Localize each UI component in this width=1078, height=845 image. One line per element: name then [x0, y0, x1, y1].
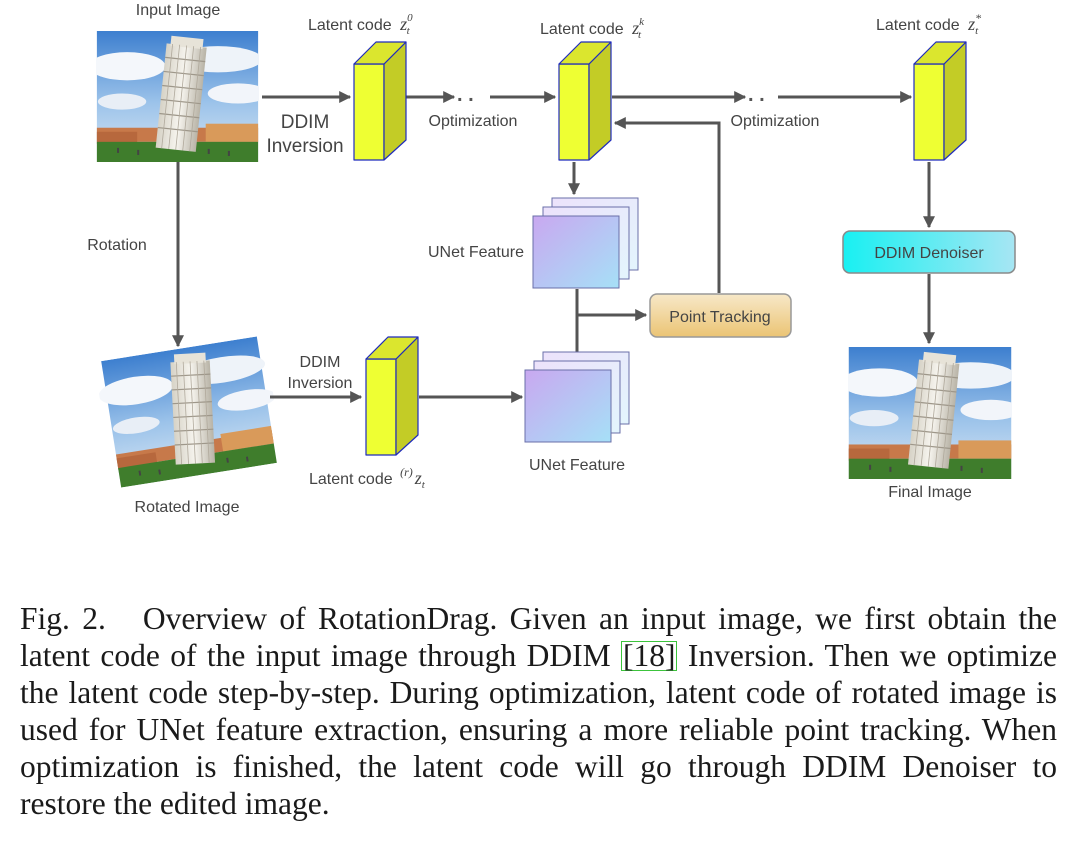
- caption-text-2: Inversion. Then we optimize the latent c…: [20, 638, 1057, 821]
- latent-block-r: [365, 336, 419, 456]
- latent-r-label: Latent code (r)zt: [309, 465, 426, 491]
- rotation-label: Rotation: [87, 237, 147, 254]
- final-image-label: Final Image: [888, 484, 972, 501]
- unet-feature-top: [532, 197, 639, 289]
- ddim-inversion-bottom-line2: Inversion: [288, 375, 353, 392]
- latent-block-star: [913, 41, 967, 161]
- input-image-label: Input Image: [136, 2, 221, 19]
- citation-link[interactable]: [18]: [620, 638, 678, 673]
- connector-arrows: [172, 91, 935, 403]
- final-image: [848, 347, 1012, 479]
- ellipsis-1: . .: [457, 84, 474, 106]
- unet-feature-top-label: UNet Feature: [428, 244, 524, 261]
- figure-caption: Fig. 2. Overview of RotationDrag. Given …: [20, 600, 1057, 822]
- latent-block-k: [558, 41, 612, 161]
- optimization-label-1: Optimization: [429, 113, 518, 130]
- input-image: [96, 31, 259, 162]
- point-tracking-box: Point Tracking: [649, 293, 792, 338]
- unet-feature-bottom-label: UNet Feature: [529, 457, 625, 474]
- ddim-inversion-top-line1: DDIM: [281, 112, 330, 133]
- citation-open: [: [622, 638, 634, 673]
- latent-star-label: Latent code z*t: [876, 11, 981, 37]
- ddim-denoiser-box: DDIM Denoiser: [842, 230, 1016, 274]
- figure-label: Fig. 2.: [20, 601, 106, 636]
- ellipsis-2: . .: [748, 84, 765, 106]
- citation-number: 18: [633, 638, 665, 673]
- caption-text-1: Overview of RotationDrag. Given an input…: [20, 601, 1057, 673]
- citation-close: ]: [664, 638, 676, 673]
- diagram: Input Image Rotated Image Final Image . …: [87, 2, 1016, 516]
- point-tracking-label: Point Tracking: [669, 309, 770, 326]
- rotated-image: [94, 335, 284, 489]
- optimization-label-2: Optimization: [731, 113, 820, 130]
- rotated-image-label: Rotated Image: [135, 499, 240, 516]
- unet-feature-bottom: [524, 351, 630, 443]
- ddim-inversion-top-line2: Inversion: [266, 136, 343, 157]
- latent-block-0: [353, 41, 407, 161]
- ddim-denoiser-label: DDIM Denoiser: [874, 245, 984, 262]
- ddim-inversion-bottom-line1: DDIM: [300, 354, 341, 371]
